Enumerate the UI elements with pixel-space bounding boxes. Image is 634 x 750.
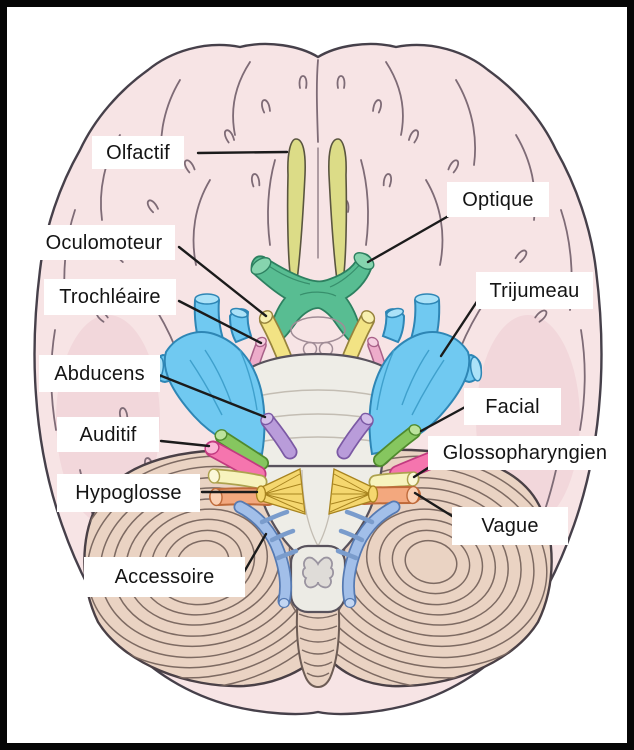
label-optique: Optique <box>447 182 549 217</box>
trigeminal-nerve <box>151 293 483 456</box>
label-trochleaire: Trochléaire <box>44 279 176 315</box>
label-hypoglosse: Hypoglosse <box>57 474 200 512</box>
label-olfactif: Olfactif <box>92 136 184 169</box>
leader-lines <box>157 150 480 581</box>
label-accessoire: Accessoire <box>84 557 245 597</box>
spinal-cord-section <box>289 544 347 614</box>
label-facial: Facial <box>464 388 561 425</box>
leader-trijumeau <box>439 298 480 358</box>
label-glossopharyngien: Glossopharyngien <box>428 436 622 470</box>
facial-nerve <box>214 424 422 470</box>
hypoglossal-nerve <box>255 468 379 515</box>
label-trijumeau: Trijumeau <box>476 272 593 309</box>
leader-auditif <box>159 439 211 448</box>
cerebellar-vermis <box>295 597 341 688</box>
abducens-nerve <box>260 412 374 460</box>
optic-nerve <box>250 252 375 345</box>
leader-trochleaire <box>177 299 263 345</box>
leader-oculomoteur <box>177 245 268 318</box>
leader-optique <box>366 212 454 264</box>
leader-abducens <box>157 373 267 419</box>
label-auditif: Auditif <box>57 417 159 452</box>
label-oculomoteur: Oculomoteur <box>33 225 175 260</box>
label-abducens: Abducens <box>39 355 160 392</box>
label-vague: Vague <box>452 507 568 545</box>
olfactory-nerve <box>286 138 348 286</box>
leader-facial <box>419 404 469 433</box>
glossopharyngeal-nerve <box>207 468 420 490</box>
accessory-nerve <box>233 500 401 609</box>
leader-olfactif <box>196 150 289 155</box>
